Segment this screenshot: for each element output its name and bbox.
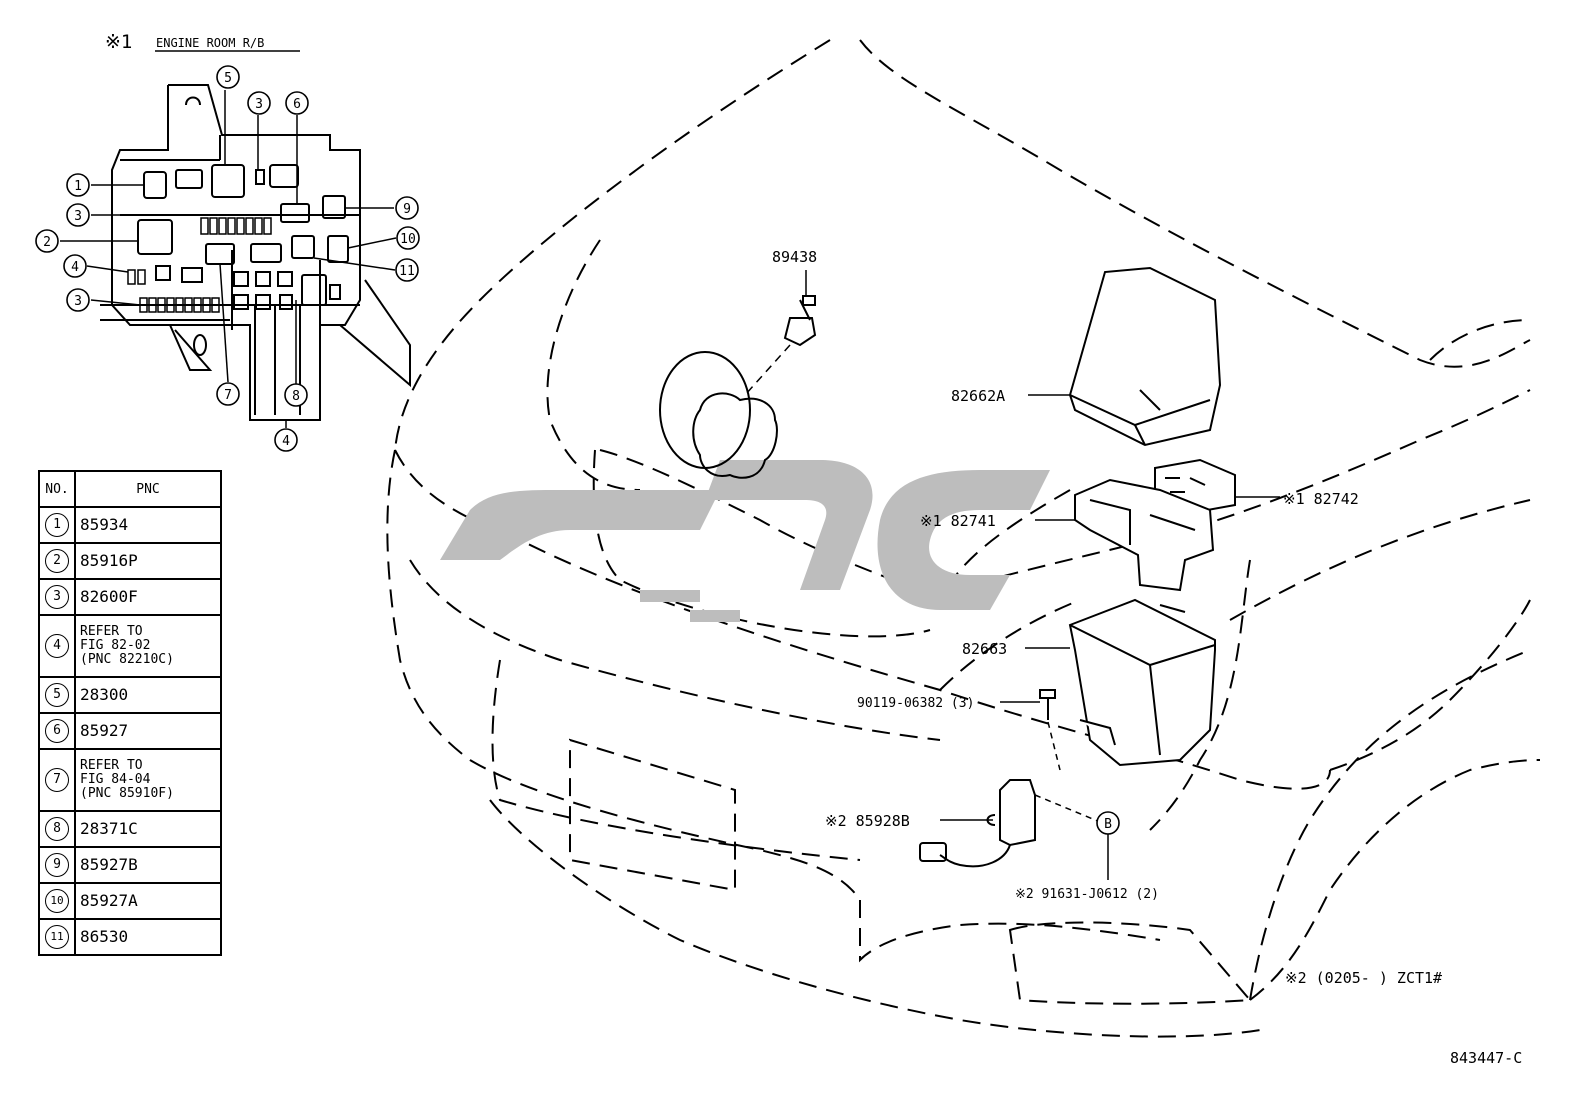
callout-9: 9: [395, 196, 419, 220]
figure-code: 843447-C: [1450, 1049, 1522, 1067]
svg-text:9: 9: [403, 202, 411, 217]
sensor-89438: [659, 270, 817, 479]
table-row: 8 28371C: [38, 810, 222, 848]
label-82663: 82663: [962, 640, 1007, 658]
svg-text:1: 1: [74, 179, 82, 194]
svg-text:4: 4: [282, 434, 290, 449]
row-pnc: 28371C: [74, 810, 222, 848]
inset-callouts: 5 3 6 1 3 9 2 10 4 11 3 7 8 4: [35, 65, 420, 452]
svg-text:3: 3: [74, 294, 82, 309]
table-header: NO. PNC: [38, 470, 222, 508]
row-number: 1: [45, 513, 69, 537]
svg-text:2: 2: [43, 235, 51, 250]
row-number: 3: [45, 585, 69, 609]
row-pnc: 86530: [74, 918, 222, 956]
callout-3b: 3: [66, 203, 90, 227]
footnote: ※2 (0205- ) ZCT1#: [1285, 969, 1442, 987]
row-number: 11: [45, 925, 69, 949]
callout-1: 1: [66, 173, 90, 197]
table-row: 4 REFER TO FIG 82-02 (PNC 82210C): [38, 614, 222, 678]
svg-text:6: 6: [293, 97, 301, 112]
part-labels: 89438 82662A ※1 82741 ※1 82742 82663 901…: [772, 248, 1522, 1067]
inset-title: ※1 ENGINE ROOM R/B: [105, 31, 300, 53]
callout-8: 8: [284, 383, 308, 407]
callout-7: 7: [216, 382, 240, 406]
label-82742: ※1 82742: [1283, 490, 1359, 508]
row-number: 9: [45, 853, 69, 877]
table-row: 11 86530: [38, 918, 222, 956]
label-82741: ※1 82741: [920, 512, 996, 530]
pnc-table: NO. PNC 1 85934 2 85916P 3 82600F 4 REFE…: [38, 470, 222, 956]
row-pnc: 85927: [74, 712, 222, 750]
row-pnc: 85927B: [74, 846, 222, 884]
callout-11: 11: [395, 258, 419, 282]
callout-4: 4: [63, 254, 87, 278]
row-pnc: 85916P: [74, 542, 222, 580]
svg-text:7: 7: [224, 388, 232, 403]
svg-text:5: 5: [224, 71, 232, 86]
table-row: 10 85927A: [38, 882, 222, 920]
cover-82662A: [1068, 266, 1222, 447]
label-82662A: 82662A: [951, 387, 1005, 405]
callout-10: 10: [396, 226, 420, 250]
label-85928B: ※2 85928B: [825, 812, 910, 830]
circle-b: B: [1096, 811, 1120, 880]
table-row: 6 85927: [38, 712, 222, 750]
callout-3: 3: [247, 91, 271, 115]
label-89438: 89438: [772, 248, 817, 266]
row-number: 10: [45, 889, 69, 913]
row-pnc: 28300: [74, 676, 222, 714]
svg-text:3: 3: [74, 209, 82, 224]
callout-5: 5: [216, 65, 240, 89]
callout-3c: 3: [66, 288, 90, 312]
row-number: 6: [45, 719, 69, 743]
svg-text:11: 11: [399, 264, 415, 279]
callout-4b: 4: [274, 428, 298, 452]
callout-2: 2: [35, 229, 59, 253]
svg-text:ENGINE ROOM R/B: ENGINE ROOM R/B: [156, 36, 264, 50]
table-row: 9 85927B: [38, 846, 222, 884]
row-pnc: 82600F: [74, 578, 222, 616]
table-row: 7 REFER TO FIG 84-04 (PNC 85910F): [38, 748, 222, 812]
table-row: 3 82600F: [38, 578, 222, 616]
table-row: 5 28300: [38, 676, 222, 714]
svg-text:8: 8: [292, 389, 300, 404]
row-pnc: 85934: [74, 506, 222, 544]
bolt-90119: [1000, 689, 1061, 771]
inset-leaders: [60, 90, 397, 428]
watermark: [440, 460, 1050, 622]
label-90119: 90119-06382 (3): [857, 696, 974, 711]
row-number: 2: [45, 549, 69, 573]
row-pnc: REFER TO FIG 82-02 (PNC 82210C): [80, 624, 174, 667]
svg-text:3: 3: [255, 97, 263, 112]
svg-text:4: 4: [71, 260, 79, 275]
row-pnc: REFER TO FIG 84-04 (PNC 85910F): [80, 758, 174, 801]
label-91631: ※2 91631-J0612 (2): [1015, 887, 1159, 902]
sensor-85928B: [919, 779, 1101, 868]
table-row: 1 85934: [38, 506, 222, 544]
row-number: 8: [45, 817, 69, 841]
svg-text:10: 10: [400, 232, 416, 247]
relay-block-inset: [100, 84, 411, 421]
row-pnc: 85927A: [74, 882, 222, 920]
row-number: 7: [45, 768, 69, 792]
block-82741: [1074, 478, 1215, 592]
callout-6: 6: [285, 91, 309, 115]
table-row: 2 85916P: [38, 542, 222, 580]
col-no-header: NO.: [38, 470, 76, 508]
col-pnc-header: PNC: [74, 470, 222, 508]
svg-text:※1: ※1: [105, 31, 132, 53]
vehicle-outline: [386, 39, 1541, 1038]
svg-text:B: B: [1104, 817, 1112, 832]
row-number: 5: [45, 683, 69, 707]
housing-82663: [1068, 598, 1216, 767]
row-number: 4: [45, 634, 69, 658]
